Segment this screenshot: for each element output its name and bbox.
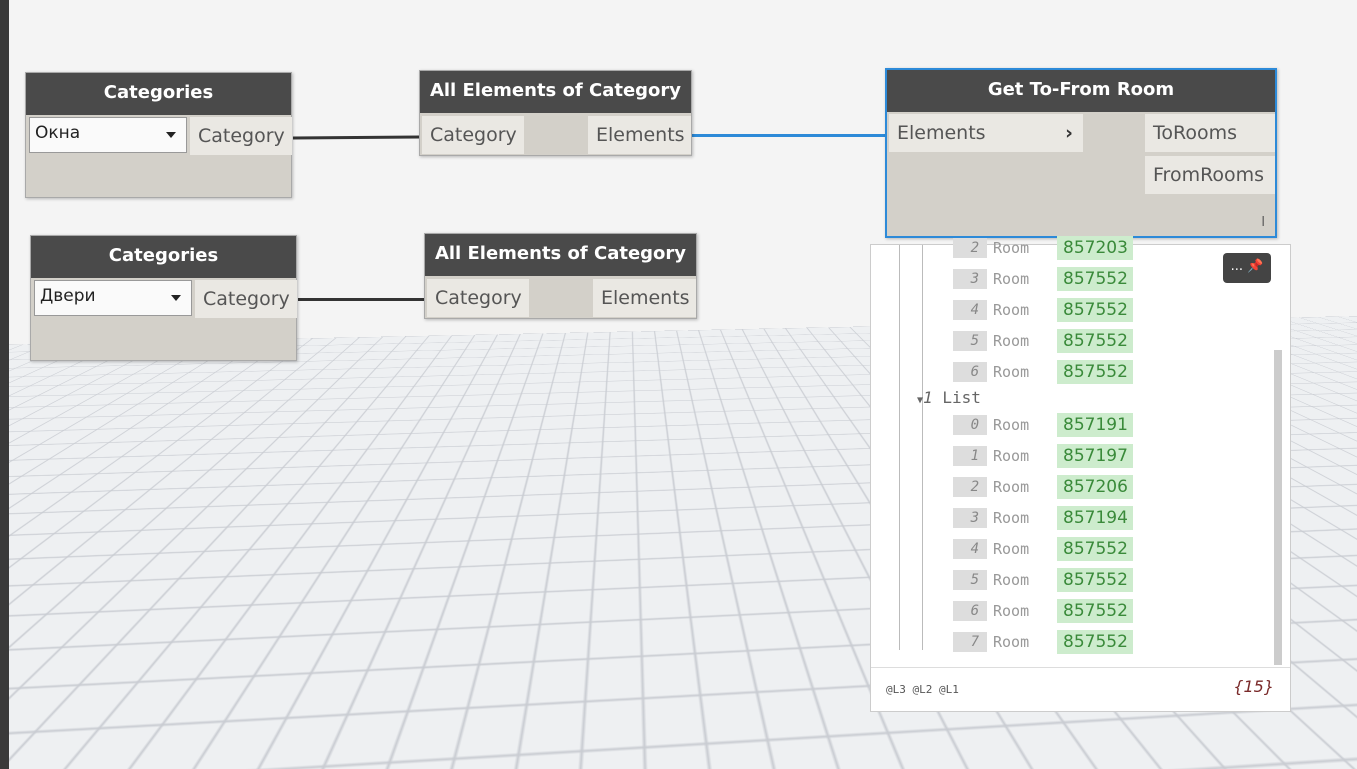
item-value: 857206 — [1057, 475, 1133, 499]
list-levels[interactable]: @L3 @L2 @L1 — [886, 683, 959, 696]
item-value: 857552 — [1057, 298, 1133, 322]
item-value: 857194 — [1057, 506, 1133, 530]
item-label: Room — [993, 269, 1029, 289]
node-title: Get To-From Room — [887, 70, 1275, 112]
item-label: Room — [993, 508, 1029, 528]
list-header: ▼1 List — [917, 388, 981, 407]
input-port-category[interactable]: Category — [422, 116, 524, 154]
item-value: 857552 — [1057, 329, 1133, 353]
item-index: 4 — [953, 539, 987, 559]
item-label: Room — [993, 415, 1029, 435]
item-label: Room — [993, 331, 1029, 351]
item-index: 2 — [953, 238, 987, 258]
item-index: 5 — [953, 331, 987, 351]
item-index: 5 — [953, 570, 987, 590]
wire — [298, 298, 425, 301]
item-label: Room — [993, 362, 1029, 382]
output-port-torooms[interactable]: ToRooms — [1145, 114, 1275, 152]
item-value: 857552 — [1057, 267, 1133, 291]
port-label: Elements — [897, 122, 986, 144]
node-title: Categories — [31, 236, 296, 278]
lacing-indicator: l — [1261, 215, 1265, 230]
input-port-category[interactable]: Category — [427, 279, 529, 317]
output-port-elements[interactable]: Elements — [593, 279, 696, 317]
footer-divider — [871, 667, 1290, 668]
item-index: 3 — [953, 508, 987, 528]
scrollbar[interactable] — [1274, 350, 1282, 665]
more-label: ... — [1231, 259, 1243, 274]
item-index: 0 — [953, 415, 987, 435]
item-value: 857203 — [1057, 236, 1133, 260]
item-index: 1 — [953, 446, 987, 466]
item-value: 857552 — [1057, 599, 1133, 623]
all-elements-node-1[interactable]: All Elements of Category Category Elemen… — [419, 70, 692, 156]
item-label: Room — [993, 238, 1029, 258]
node-title: All Elements of Category — [425, 234, 696, 276]
chevron-right-icon: › — [1065, 114, 1073, 152]
output-port-category[interactable]: Category — [190, 117, 292, 155]
categories-node-2[interactable]: Categories Двери Category — [30, 235, 297, 361]
item-value: 857552 — [1057, 537, 1133, 561]
left-edge — [0, 0, 9, 769]
preview-bubble: ... 📌 2Room8572033Room8575524Room8575525… — [870, 244, 1291, 712]
pin-icon: 📌 — [1247, 259, 1263, 274]
item-index: 6 — [953, 601, 987, 621]
node-title: Categories — [26, 73, 291, 115]
wire-selected — [692, 134, 887, 137]
category-dropdown[interactable]: Двери — [34, 280, 192, 316]
item-index: 2 — [953, 477, 987, 497]
item-index: 6 — [953, 362, 987, 382]
output-port-elements[interactable]: Elements — [588, 116, 691, 154]
item-label: Room — [993, 300, 1029, 320]
item-value: 857552 — [1057, 630, 1133, 654]
item-value: 857552 — [1057, 360, 1133, 384]
item-label: Room — [993, 601, 1029, 621]
item-value: 857191 — [1057, 413, 1133, 437]
all-elements-node-2[interactable]: All Elements of Category Category Elemen… — [424, 233, 697, 319]
item-label: Room — [993, 632, 1029, 652]
item-index: 4 — [953, 300, 987, 320]
get-to-from-room-node[interactable]: Get To-From Room Elements › ToRooms FromR… — [885, 68, 1277, 238]
output-port-fromrooms[interactable]: FromRooms — [1145, 156, 1275, 194]
dropdown-arrow-icon — [171, 295, 181, 301]
item-label: Room — [993, 539, 1029, 559]
input-port-elements[interactable]: Elements › — [889, 114, 1083, 152]
dropdown-value: Окна — [35, 123, 80, 143]
node-title: All Elements of Category — [420, 71, 691, 113]
item-label: Room — [993, 446, 1029, 466]
categories-node-1[interactable]: Categories Окна Category — [25, 72, 292, 198]
tree-line — [899, 245, 900, 650]
item-value: 857197 — [1057, 444, 1133, 468]
tree-line — [922, 245, 923, 650]
pin-button[interactable]: ... 📌 — [1223, 253, 1271, 283]
dropdown-arrow-icon — [166, 132, 176, 138]
item-index: 3 — [953, 269, 987, 289]
dropdown-value: Двери — [40, 286, 96, 306]
item-index: 7 — [953, 632, 987, 652]
item-label: Room — [993, 570, 1029, 590]
item-count: {15} — [1233, 677, 1274, 696]
category-dropdown[interactable]: Окна — [29, 117, 187, 153]
item-label: Room — [993, 477, 1029, 497]
item-value: 857552 — [1057, 568, 1133, 592]
output-port-category[interactable]: Category — [195, 280, 297, 318]
